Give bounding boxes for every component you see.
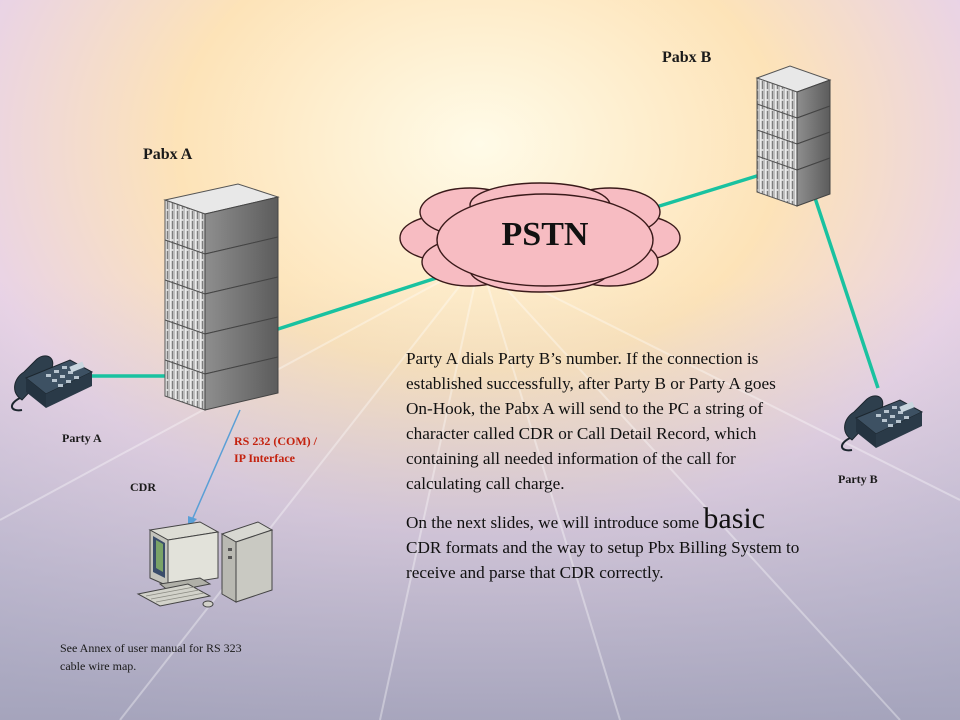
annex-note-line1: See Annex of user manual for RS 323 — [60, 641, 242, 655]
pabx-a-label: Pabx A — [143, 146, 193, 163]
description-paragraph-2-prefix: On the next slides, we will introduce so… — [406, 513, 700, 532]
pabx-b-label: Pabx B — [662, 49, 712, 66]
line-pabx-b-to-party-b — [813, 197, 880, 389]
line-pabx-a-to-pstn — [274, 270, 456, 332]
pstn-cloud — [399, 182, 681, 293]
pc-computer-icon — [136, 521, 274, 608]
party-b-label: Party B — [838, 472, 878, 486]
description-text: Party A dials Party B’s number. If the c… — [406, 346, 801, 595]
description-paragraph-2: On the next slides, we will introduce so… — [406, 504, 801, 585]
line-pstn-to-pabx-b — [639, 173, 761, 214]
party-b-phone-icon — [841, 395, 924, 452]
interface-label-line1: RS 232 (COM) / — [234, 434, 317, 448]
interface-label: RS 232 (COM) / IP Interface — [234, 433, 317, 467]
pabx-a-rack — [163, 183, 280, 411]
description-paragraph-2-emphasis: basic — [703, 502, 766, 535]
pabx-b-rack — [755, 65, 832, 207]
party-a-label: Party A — [62, 431, 102, 445]
background-city — [0, 280, 960, 720]
interface-label-line2: IP Interface — [234, 451, 295, 465]
pstn-label: PSTN — [501, 216, 589, 253]
connection-lines — [88, 173, 880, 389]
description-paragraph-2-rest: CDR formats and the way to setup Pbx Bil… — [406, 538, 800, 582]
cdr-label: CDR — [130, 480, 156, 494]
annex-note-line2: cable wire map. — [60, 659, 137, 673]
party-a-phone-icon — [11, 355, 94, 412]
description-paragraph-1: Party A dials Party B’s number. If the c… — [406, 349, 776, 493]
annex-note: See Annex of user manual for RS 323 cabl… — [60, 639, 242, 675]
